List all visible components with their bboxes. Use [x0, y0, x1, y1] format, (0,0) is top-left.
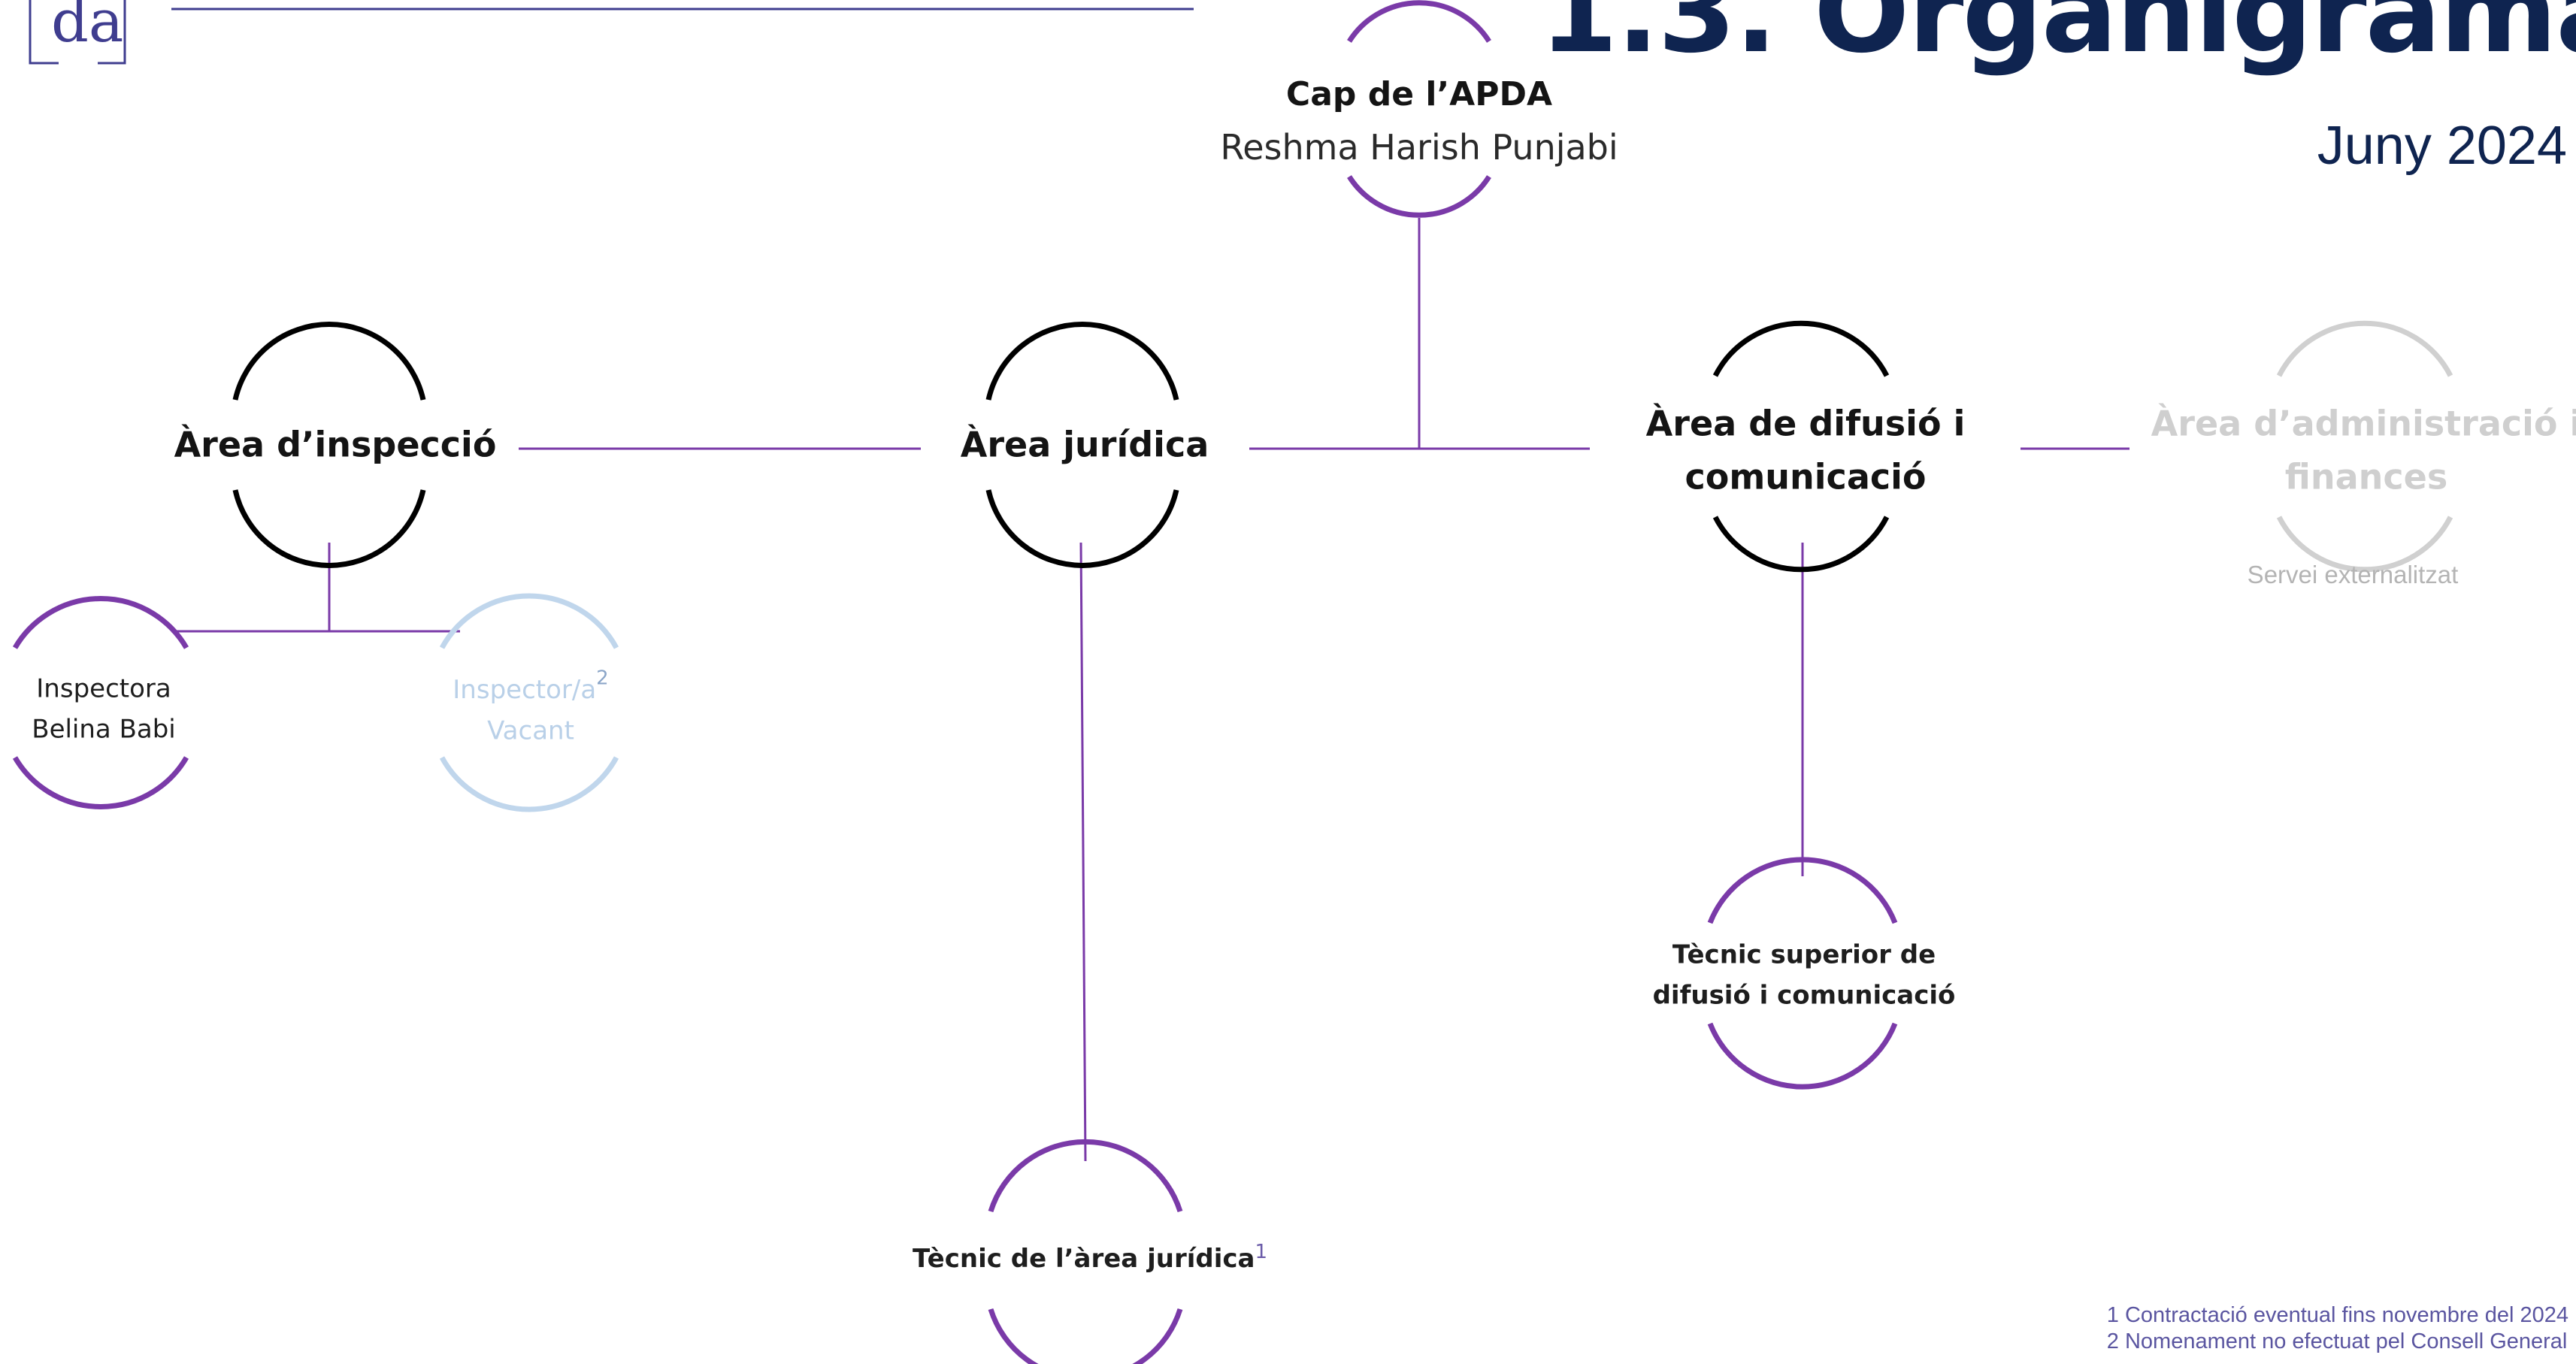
inspection-circle	[232, 322, 426, 568]
inspector-2-node: Inspector/a2 Vacant	[453, 667, 608, 751]
footnote-1: 1 Contractació eventual fins novembre de…	[2106, 1303, 2568, 1327]
inspector-1-name: Belina Babi	[32, 715, 176, 745]
footnotes: 1 Contractació eventual fins novembre de…	[2107, 1302, 2568, 1355]
legal-tech-circle	[988, 1139, 1183, 1364]
logo-frame	[29, 0, 126, 65]
comm-tech-line2: difusió i comunicació	[1652, 981, 1956, 1011]
director-name: Reshma Harish Punjabi	[1220, 127, 1618, 168]
inspector-2-name: Vacant	[487, 715, 574, 746]
director-title: Cap de l’APDA	[1285, 75, 1553, 114]
legal-circle	[985, 322, 1179, 568]
inspector-1-circle	[12, 596, 189, 809]
apda-logo: da	[14, 0, 126, 66]
communication-title-line1: Àrea de difusió i	[1645, 403, 1966, 444]
administration-title-line2: finances	[2284, 457, 2448, 498]
director-node: Cap de l’APDA Reshma Harish Punjabi	[1220, 69, 1618, 176]
legal-tech-role: Tècnic de l’àrea jurídica	[912, 1243, 1255, 1274]
communication-area-node: Àrea de difusió i comunicació	[1646, 398, 1966, 505]
connector-legal-down	[1079, 542, 1087, 1162]
inspector-1-node: Inspectora Belina Babi	[32, 669, 176, 751]
administration-circle	[2276, 320, 2453, 573]
page-title: 1.3. Organigrama*	[1539, 0, 2576, 78]
page-date: Juny 2024	[2317, 116, 2567, 176]
legal-tech-node: Tècnic de l’àrea jurídica1	[913, 1238, 1267, 1279]
logo-text: da	[51, 0, 124, 56]
footnote-mark-1: 1	[1255, 1240, 1268, 1263]
inspector-1-role: Inspectora	[36, 673, 171, 704]
director-circle	[1347, 0, 1491, 218]
comm-tech-circle	[1707, 857, 1898, 1090]
administration-title-line1: Àrea d’administració i	[2151, 403, 2576, 444]
comm-tech-line1: Tècnic superior de	[1672, 939, 1936, 970]
administration-area-node: Àrea d’administració i finances	[2151, 398, 2576, 505]
inspector-2-circle	[439, 593, 619, 812]
inspection-area-title: Àrea d’inspecció	[174, 424, 497, 465]
communication-title-line2: comunicació	[1685, 457, 1927, 498]
legal-area-title: Àrea jurídica	[960, 424, 1209, 465]
inspector-2-role: Inspector/a	[453, 674, 597, 705]
comm-tech-node: Tècnic superior de difusió i comunicació	[1653, 935, 1956, 1017]
communication-circle	[1712, 320, 1890, 573]
footnote-mark-2: 2	[596, 667, 609, 690]
footnote-2: 2 Nomenament no efectuat pel Consell Gen…	[2106, 1329, 2568, 1353]
administration-note: Servei externalitzat	[2247, 561, 2459, 588]
